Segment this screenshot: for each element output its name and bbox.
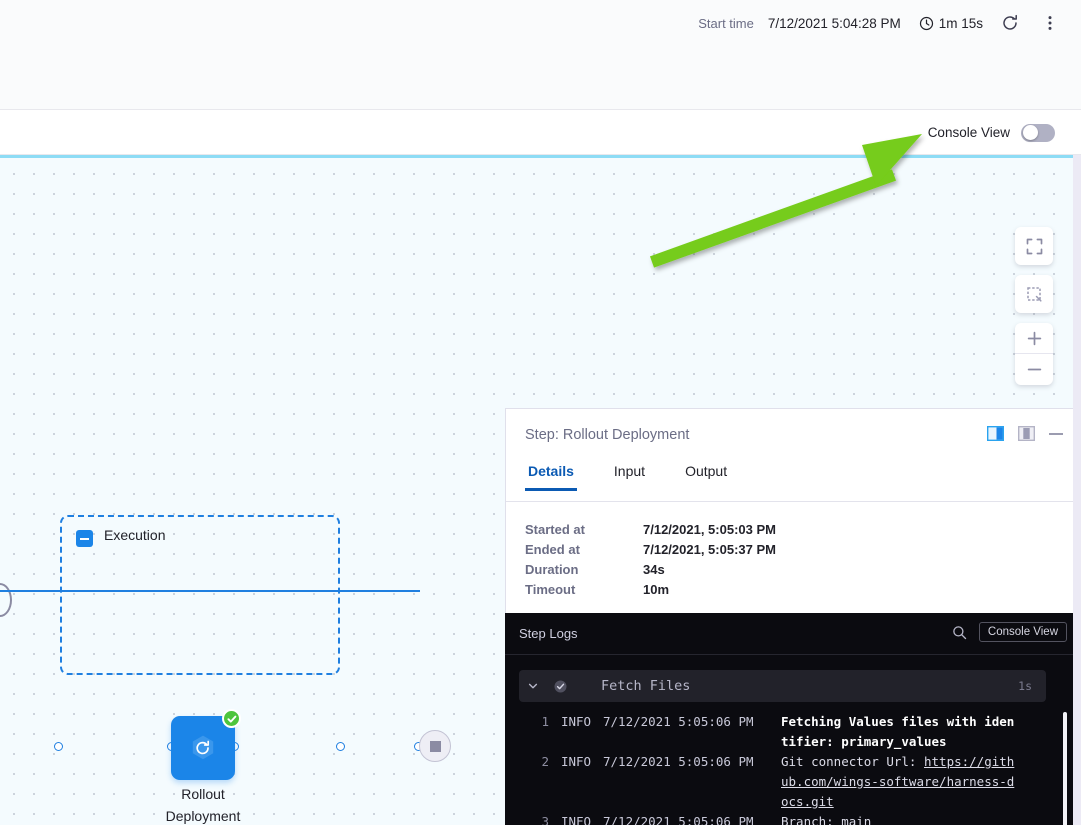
top-bar: Start time 7/12/2021 5:04:28 PM 1m 15s [0, 0, 1081, 110]
console-view-toggle[interactable] [1021, 123, 1055, 142]
field-key: Timeout [525, 581, 576, 597]
field-value: 10m [643, 581, 670, 597]
log-line-number: 2 [541, 754, 549, 769]
chevron-down-icon[interactable] [519, 680, 547, 692]
log-line-time: 7/12/2021 5:05:06 PM [603, 714, 754, 729]
step-detail-title: Step: Rollout Deployment [525, 427, 690, 443]
graph-connectors [0, 590, 420, 592]
panel-layout-controls [987, 426, 1063, 441]
field-key: Ended at [525, 541, 580, 557]
field-duration: Duration 34s [525, 559, 776, 579]
rollout-deployment-icon [192, 735, 214, 760]
field-key: Started at [525, 521, 585, 537]
zoom-out-button[interactable] [1015, 354, 1053, 385]
step-label-line2: Deployment [165, 808, 241, 824]
log-line-message: Git connector Url: https://github.com/wi… [781, 752, 1017, 812]
step-detail-tabs: Details Input Output [525, 463, 730, 491]
check-circle-icon [222, 709, 241, 728]
canvas-controls [1015, 227, 1053, 385]
field-value: 7/12/2021, 5:05:03 PM [643, 521, 776, 537]
log-line-time: 7/12/2021 5:05:06 PM [603, 814, 754, 825]
stop-square-icon [429, 740, 441, 752]
crop-select-icon [1026, 286, 1042, 302]
log-line-message: Branch: main [781, 814, 872, 825]
step-detail-header: Step: Rollout Deployment [506, 409, 1081, 463]
panel-right-layout-button[interactable] [987, 426, 1004, 441]
right-edge-strip [1073, 155, 1081, 825]
tabs-divider [506, 501, 1081, 502]
fit-to-screen-button[interactable] [1015, 227, 1053, 265]
refresh-icon[interactable] [997, 10, 1023, 36]
zoom-controls [1015, 323, 1053, 385]
log-line: 3 INFO 7/12/2021 5:05:06 PM Branch: main [505, 812, 1081, 825]
clock-icon [919, 16, 933, 30]
panel-bottom-layout-button[interactable] [1018, 426, 1035, 441]
log-line-message-text: Git connector Url: [781, 754, 924, 769]
log-line-time: 7/12/2021 5:05:06 PM [603, 754, 754, 769]
duration: 1m 15s [919, 16, 983, 31]
expand-icon [1026, 238, 1042, 254]
execution-group-label: Execution [104, 527, 166, 543]
field-timeout: Timeout 10m [525, 579, 776, 599]
zoom-in-button[interactable] [1015, 323, 1053, 354]
logs-console-view-button[interactable]: Console View [978, 622, 1067, 642]
step-detail-fields: Started at 7/12/2021, 5:05:03 PM Ended a… [525, 519, 776, 599]
field-key: Duration [525, 561, 579, 577]
log-section-fetch-files[interactable]: Fetch Files 1s [519, 670, 1046, 702]
minus-icon [1027, 368, 1041, 371]
console-view-label: Console View [927, 125, 1010, 140]
log-line: 2 INFO 7/12/2021 5:05:06 PM Git connecto… [505, 752, 1081, 812]
log-section-duration: 1s [1018, 679, 1032, 693]
console-view-bar: Console View [0, 110, 1081, 155]
step-logs-title: Step Logs [519, 626, 578, 641]
step-node-rollout-deployment[interactable] [171, 716, 235, 780]
more-vertical-icon[interactable] [1037, 10, 1063, 36]
step-node-label: Rollout Deployment [143, 783, 263, 825]
step-detail-panel: Step: Rollout Deployment Details Input O… [505, 408, 1081, 613]
toggle-knob [1022, 125, 1038, 140]
duration-value: 1m 15s [938, 15, 983, 31]
field-value: 7/12/2021, 5:05:37 PM [643, 541, 776, 557]
field-value: 34s [643, 561, 665, 577]
tab-output[interactable]: Output [685, 463, 728, 479]
log-scrollbar[interactable] [1063, 712, 1067, 825]
log-line-level: INFO [560, 814, 592, 825]
tab-details[interactable]: Details [525, 463, 577, 491]
step-label-line1: Rollout [181, 786, 225, 802]
start-time-value: 7/12/2021 5:04:28 PM [767, 15, 901, 31]
log-line-message: Fetching Values files with identifier: p… [781, 714, 1015, 749]
port-group-out [336, 742, 345, 751]
log-line-level: INFO [560, 714, 592, 729]
minimize-icon[interactable] [1049, 432, 1063, 435]
minus-box-icon[interactable] [76, 530, 93, 547]
log-lines: 1 INFO 7/12/2021 5:05:06 PM Fetching Val… [505, 712, 1081, 825]
check-circle-icon [547, 680, 573, 693]
plus-icon [1027, 331, 1041, 345]
end-node[interactable] [419, 730, 451, 762]
field-started-at: Started at 7/12/2021, 5:05:03 PM [525, 519, 776, 539]
step-logs-body: Fetch Files 1s 1 INFO 7/12/2021 5:05:06 … [505, 655, 1081, 825]
log-line-link[interactable]: https://github.com/wings-software/harnes… [781, 754, 1015, 809]
log-line-level: INFO [560, 754, 592, 769]
console-view-control: Console View [928, 110, 1055, 155]
log-section-name: Fetch Files [601, 678, 691, 694]
port-group-in [54, 742, 63, 751]
log-line-number: 3 [541, 814, 549, 825]
search-icon[interactable] [952, 625, 967, 640]
execution-step-group[interactable]: Execution [60, 515, 340, 675]
select-region-button[interactable] [1015, 275, 1053, 313]
log-line-number: 1 [541, 714, 549, 729]
pipeline-graph: Execution Rollout Deploym [0, 158, 505, 825]
field-ended-at: Ended at 7/12/2021, 5:05:37 PM [525, 539, 776, 559]
start-time-label: Start time [698, 15, 754, 31]
step-logs-panel: Step Logs Console View [505, 613, 1081, 825]
tab-input[interactable]: Input [613, 463, 646, 479]
step-logs-actions: Console View [952, 622, 1067, 642]
step-logs-header: Step Logs Console View [505, 613, 1081, 655]
execution-meta: Start time 7/12/2021 5:04:28 PM 1m 15s [698, 8, 1063, 38]
log-line: 1 INFO 7/12/2021 5:05:06 PM Fetching Val… [505, 712, 1081, 752]
